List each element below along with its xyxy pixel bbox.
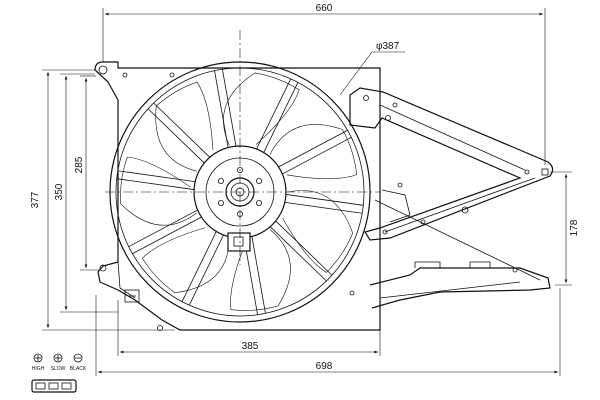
dimension-bottom-width: 698 — [95, 288, 561, 376]
fan-blades — [120, 72, 358, 311]
spoke-edge — [128, 209, 198, 248]
dim-height-inner: 285 — [74, 156, 85, 173]
connector-pinout: HIGH SLOW BLACK — [31, 353, 87, 393]
hub-hole — [236, 166, 243, 173]
spoke-edge — [222, 69, 237, 147]
fan-blade — [223, 72, 300, 146]
dimension-height-total: 377 — [30, 69, 175, 331]
spoke-edge — [275, 220, 333, 276]
dim-shroud-width: 385 — [242, 341, 259, 352]
fan-spokes — [116, 69, 364, 315]
hub-hole — [256, 177, 263, 184]
shroud-connector — [124, 289, 140, 303]
fan-blade — [282, 190, 354, 273]
dimension-overall-width: 660 — [102, 3, 546, 165]
pin-high: HIGH — [32, 353, 45, 372]
hub-hole — [217, 177, 224, 184]
motor-hub — [105, 30, 380, 265]
pin-black-label: BLACK — [70, 366, 87, 372]
spoke-edge — [251, 236, 266, 314]
spoke-edge — [116, 178, 194, 190]
pin-black: BLACK — [70, 353, 87, 372]
dimension-shroud-width: 385 — [117, 300, 381, 356]
spoke-edge — [270, 226, 327, 282]
dim-height-total: 377 — [30, 191, 41, 208]
fan-blade — [269, 124, 358, 180]
hub-hole — [217, 199, 224, 206]
dimension-height-mid: 350 — [54, 73, 118, 313]
spoke-edge — [278, 129, 348, 168]
fan-blade — [155, 81, 214, 172]
spoke-edge — [153, 102, 210, 158]
spoke-edge — [284, 201, 363, 214]
dim-bracket-height: 178 — [569, 219, 580, 236]
spoke-edge — [214, 70, 229, 148]
spoke-edge — [188, 234, 224, 306]
pin-high-label: HIGH — [32, 366, 45, 372]
pin-slow-label: SLOW — [51, 366, 66, 372]
dim-fan-diameter: φ387 — [376, 41, 400, 52]
spoke-edge — [181, 231, 217, 302]
mounting-bracket — [349, 87, 554, 309]
dimension-fan-diameter: φ387 — [339, 41, 405, 96]
dim-height-mid: 350 — [54, 183, 65, 200]
spoke-edge — [132, 216, 202, 255]
spoke-edge — [286, 194, 364, 206]
hub-hole — [256, 199, 263, 206]
dimension-height-inner: 285 — [74, 75, 100, 271]
fan-blade — [120, 156, 197, 226]
connector-plug — [31, 379, 77, 393]
spoke-edge — [282, 136, 352, 175]
pin-slow: SLOW — [51, 353, 66, 372]
spoke-edge — [256, 78, 292, 150]
fan-blade — [230, 229, 291, 311]
spoke-edge — [147, 108, 205, 164]
dim-bottom-width: 698 — [316, 361, 333, 372]
spoke-edge — [117, 170, 196, 183]
fan-blade — [141, 227, 230, 294]
spoke-edge — [263, 82, 299, 153]
dimension-bracket-height: 178 — [550, 171, 580, 286]
dim-overall-width: 660 — [316, 3, 333, 14]
